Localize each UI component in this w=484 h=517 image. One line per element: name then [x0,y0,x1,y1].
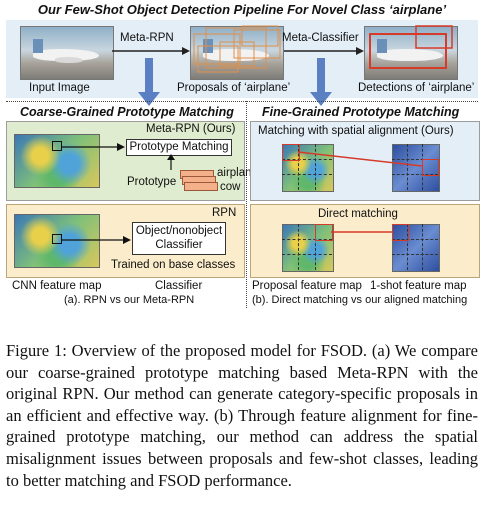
arrow-meta-classifier-label: Meta-Classifier [282,32,359,44]
grid-line [282,174,332,175]
arrow-meta-rpn-label: Meta-RPN [120,32,174,44]
grid-line [298,224,299,270]
detections-label: Detections of ‘airplane’ [358,82,475,94]
dotted-separator-h [6,101,478,102]
proposal-feature-2 [282,224,334,272]
grid-line [407,144,408,190]
classifier-label: Classifier [155,280,203,292]
down-arrow-right [310,58,332,106]
cnn-feature-map-2 [14,214,100,268]
grid-line [392,239,438,240]
trained-label: Trained on base classes [111,259,236,271]
proposals-label: Proposals of ‘airplane’ [177,82,291,94]
class-cow-label: cow [220,181,241,193]
figure-caption: Figure 1: Overview of the proposed model… [6,341,478,490]
arrow-meta-rpn [112,47,190,55]
direct-matching-label: Direct matching [318,208,398,220]
input-image [20,26,114,80]
oneshot-feature-1 [392,144,440,192]
dotted-separator-v [246,101,247,308]
alignment-link [298,151,423,167]
right-section-title: Fine-Grained Prototype Matching [262,105,460,119]
input-image-label: Input Image [29,82,90,94]
prototype-label: Prototype [127,176,177,188]
proposal-feature-map-label: Proposal feature map [252,280,362,292]
oneshot-cell-highlight-1 [422,159,439,176]
oneshot-feature-2 [392,224,440,272]
arrow-meta-classifier [284,47,364,55]
anchor-arrow-1 [61,143,125,151]
grid-line [392,254,438,255]
figure-title: Our Few-Shot Object Detection Pipeline F… [37,2,447,17]
meta-rpn-ours-label: Meta-RPN (Ours) [146,123,236,135]
oneshot-cell-highlight-2 [392,224,409,241]
grid-line [392,174,438,175]
spatial-alignment-label: Matching with spatial alignment (Ours) [258,125,454,137]
oneshot-feature-map-label: 1-shot feature map [370,280,467,292]
direct-link [331,231,393,233]
detection-boxes [369,25,453,69]
left-sub-caption: (a). RPN vs our Meta-RPN [64,294,195,306]
left-section-title: Coarse-Grained Prototype Matching [20,105,234,119]
rpn-label: RPN [212,207,237,219]
proposal-boxes [193,25,281,73]
object-classifier-box: Object/nonobject Classifier [132,222,226,255]
grid-line [282,159,332,160]
prototype-matching-box: Prototype Matching [126,139,232,156]
grid-line [315,144,316,190]
grid-line [282,254,332,255]
cnn-feature-map-1 [14,134,100,188]
anchor-arrow-2 [61,236,131,244]
class-airplane-label: airplane [217,167,258,179]
grid-line [422,224,423,270]
prototype-stack [180,170,218,191]
grid-line [407,224,408,270]
down-arrow-left [138,58,160,106]
anchor-box-1 [52,141,62,151]
grid-line [282,239,332,240]
figure: Our Few-Shot Object Detection Pipeline F… [6,2,480,308]
grid-line [392,159,438,160]
right-sub-caption: (b). Direct matching vs our aligned matc… [252,294,468,306]
anchor-box-2 [52,234,62,244]
cnn-feature-map-label: CNN feature map [12,280,102,292]
prototype-up-arrow [167,154,175,170]
grid-line [298,144,299,190]
grid-line [315,224,316,270]
